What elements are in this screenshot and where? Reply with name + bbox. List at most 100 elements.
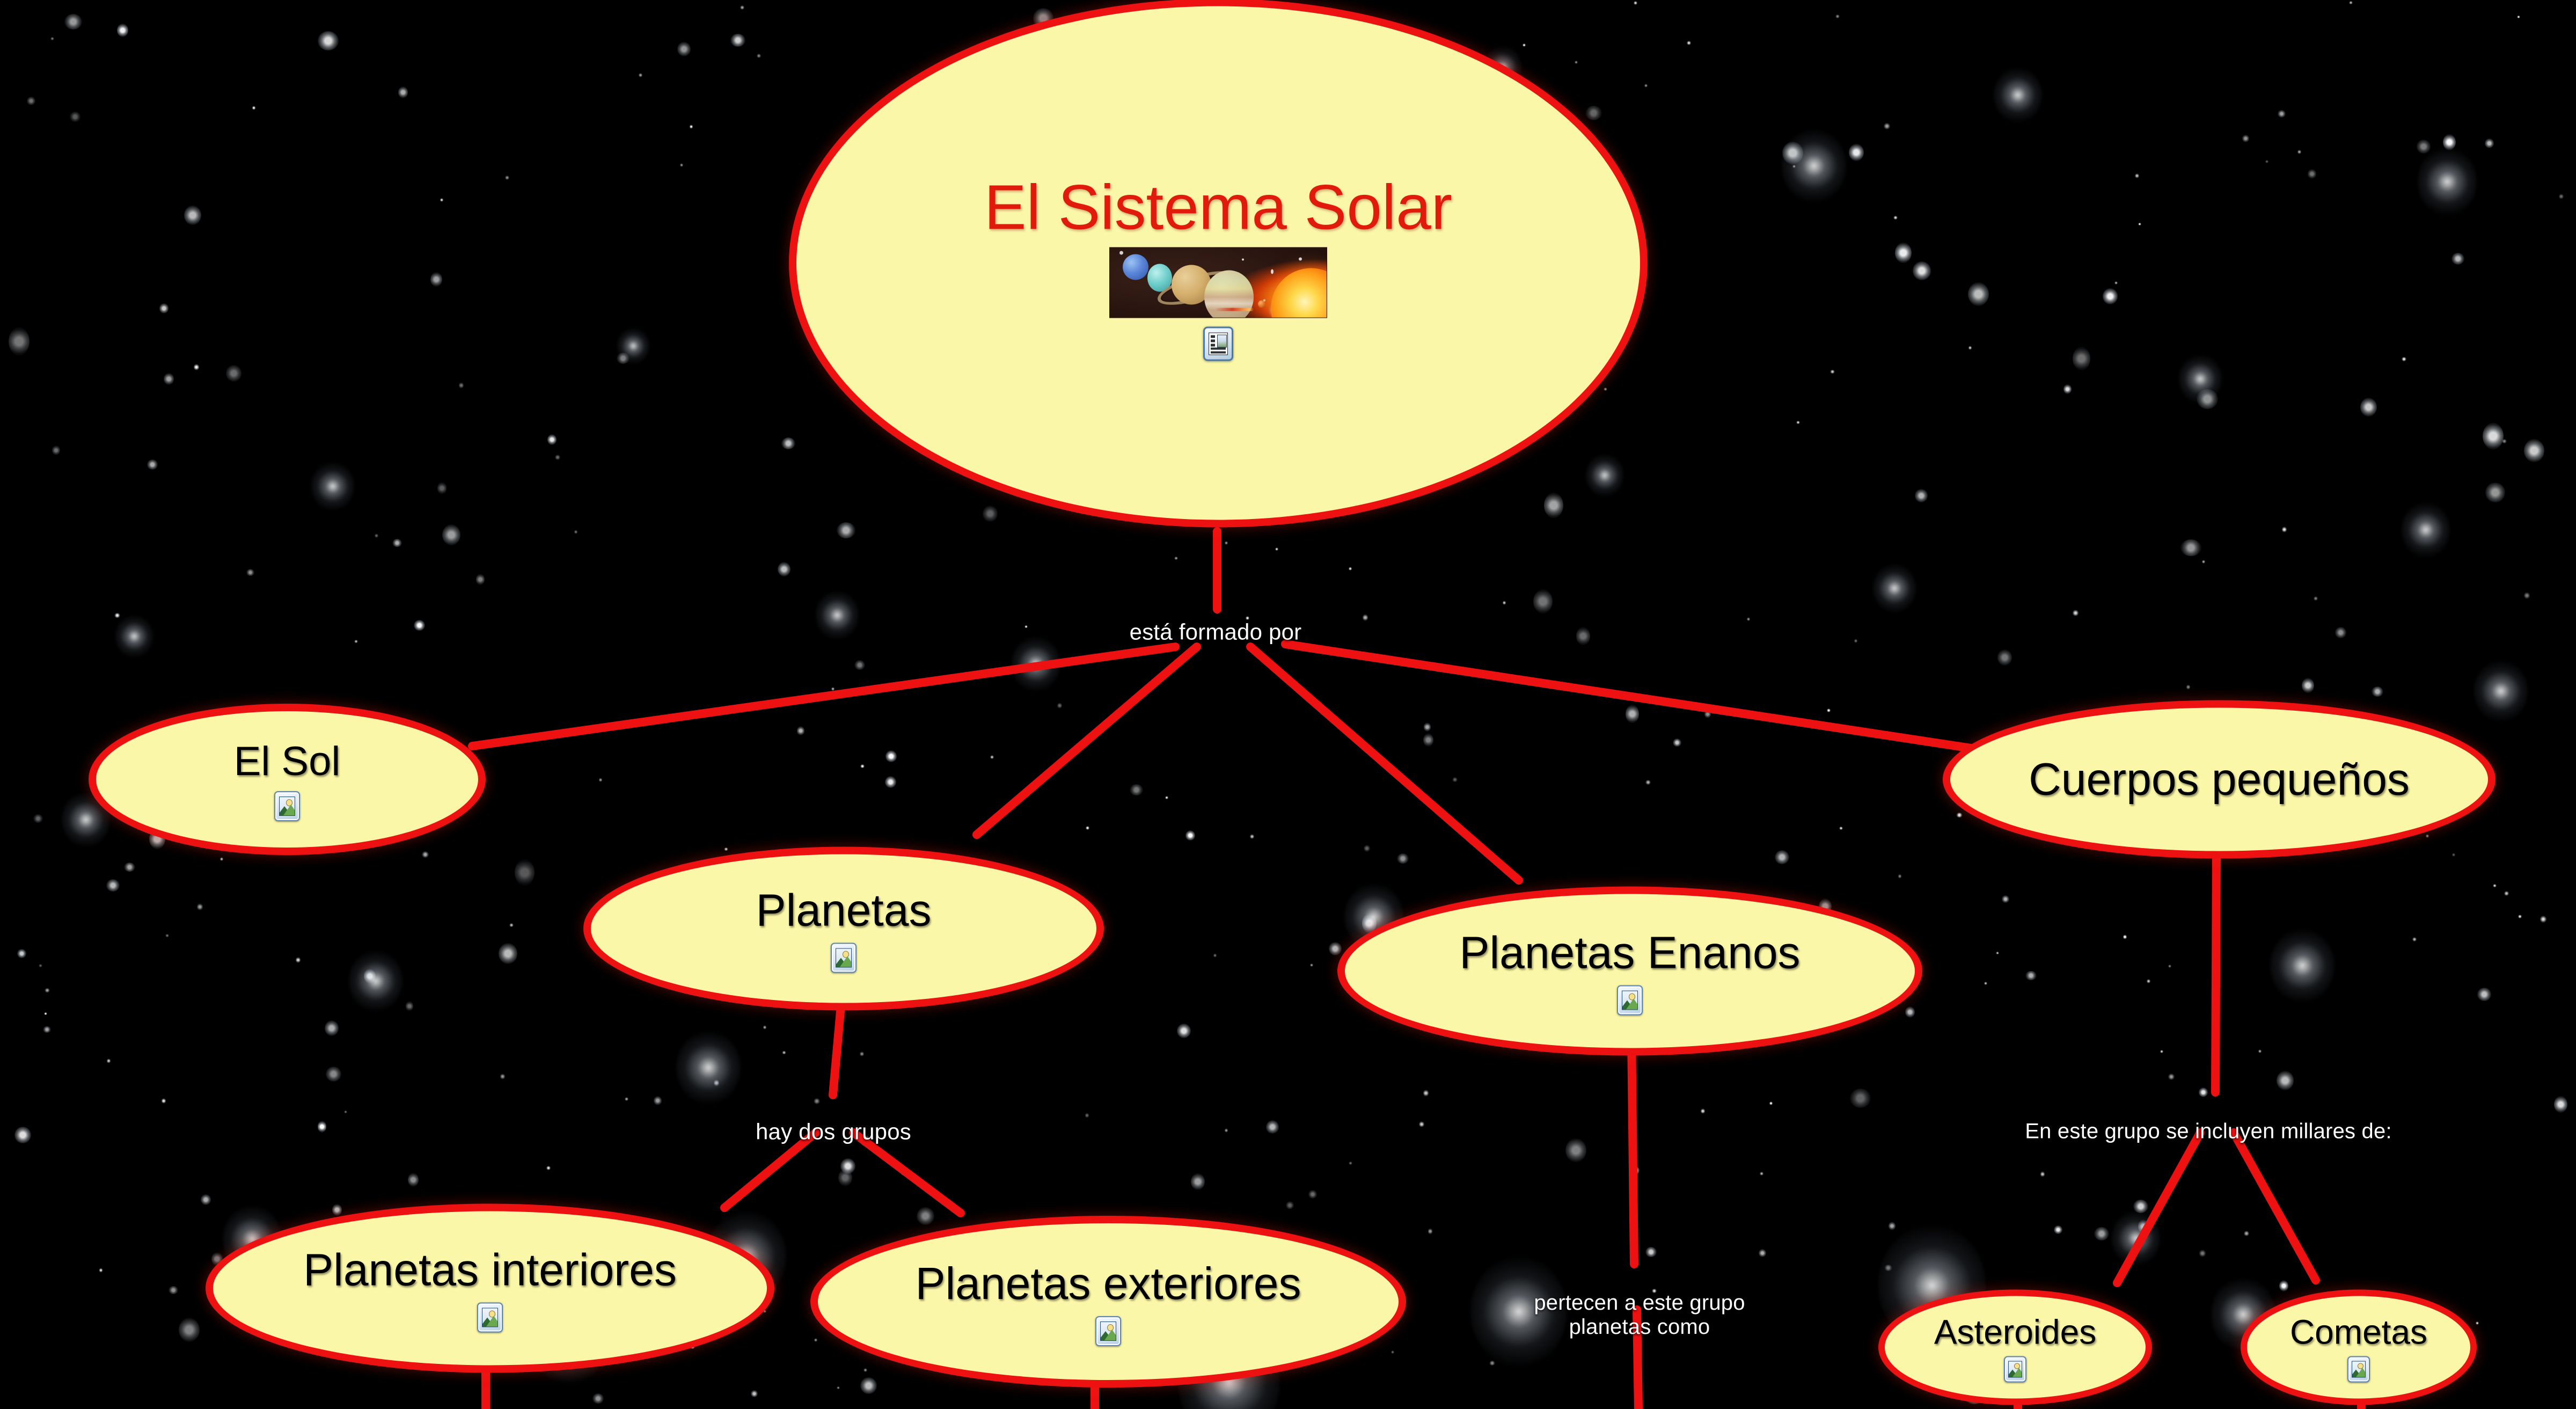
star [1265,1120,1279,1134]
picture-icon[interactable] [1617,985,1643,1016]
picture-icon[interactable] [274,791,300,821]
node-planetas[interactable]: Planetas [583,846,1104,1011]
picture-icon[interactable] [1095,1316,1121,1346]
node-label-planetas-interiores: Planetas interiores [303,1244,677,1295]
star [64,13,82,30]
picture-icon[interactable] [477,1302,503,1333]
star [317,31,339,50]
star [1956,812,1963,818]
star [2063,384,2072,394]
star [2265,159,2269,163]
star [1913,261,1931,280]
nebula-glow [2402,502,2450,558]
node-el-sol[interactable]: El Sol [89,704,486,855]
note-icon[interactable] [1203,326,1233,361]
star [2334,627,2347,638]
star [1190,1173,1205,1190]
star [1225,1128,1228,1133]
star [1747,617,1751,621]
star [1796,421,1801,425]
star [814,1338,817,1342]
star [990,755,994,760]
star [2476,1321,2479,1325]
star [2073,346,2091,371]
link-label-pertecen-a-este-grupo: pertecen a este grupo planetas como [1534,1291,1745,1339]
star [1997,649,2012,666]
node-planetas-enanos[interactable]: Planetas Enanos [1337,886,1922,1056]
picture-icon[interactable] [2347,1356,2370,1383]
star [344,1110,348,1114]
star [1348,567,1352,571]
star [2123,934,2127,939]
nebula-glow [1994,67,2042,123]
star [2558,193,2564,200]
star [1625,705,1640,723]
nebula-glow [1470,1256,1567,1367]
nebula-glow [2474,660,2528,722]
star [1085,1113,1089,1118]
star [2360,398,2377,417]
star [2278,110,2286,118]
star [2279,1280,2289,1292]
star [17,948,26,958]
star [162,1098,166,1104]
star [2244,1230,2249,1236]
star [885,750,897,763]
star [2372,687,2383,697]
picture-icon[interactable] [831,943,857,973]
star [2168,964,2171,968]
star [2412,937,2417,941]
star [70,111,80,122]
nebula-glow [1873,564,1916,613]
star [1575,61,1578,64]
star [178,1317,200,1342]
nebula-glow [617,327,649,364]
edge-cuerpos-to-asteroides [2113,1128,2205,1287]
node-planetas-interiores[interactable]: Planetas interiores [206,1203,774,1373]
star [2451,253,2464,265]
node-cometas[interactable]: Cometas [2241,1289,2477,1405]
star [2483,423,2504,450]
star [1644,84,1648,87]
star [1503,600,1506,605]
star [781,1050,786,1055]
star [33,814,43,823]
star [2054,1225,2063,1235]
edge-planetas-to-interiores [720,1128,820,1212]
star [1645,779,1651,785]
node-asteroides[interactable]: Asteroides [1878,1289,2152,1405]
star [252,105,256,110]
star [200,1194,211,1206]
star [184,205,201,225]
star [2025,971,2037,980]
star [147,459,158,470]
star [2524,439,2544,462]
node-el-sistema-solar[interactable]: El Sistema Solar [789,0,1648,528]
star [1604,388,1608,391]
star [2277,1070,2294,1091]
nebula-glow [2179,354,2222,404]
star [1905,1006,1915,1018]
star [2199,1249,2206,1258]
star [1645,1246,1657,1258]
star [1544,493,1564,519]
star [14,1126,31,1143]
node-cuerpos-pequenos[interactable]: Cuerpos pequeños [1943,700,2496,859]
star [1758,1249,1766,1258]
star [983,505,998,522]
star [1634,1,1637,5]
star [740,5,745,10]
node-planetas-exteriores[interactable]: Planetas exteriores [810,1216,1406,1388]
picture-icon[interactable] [2004,1356,2026,1383]
star [1884,123,1891,129]
star [421,851,429,858]
star [505,176,510,180]
star [226,365,241,382]
star [2443,134,2456,150]
star [2186,684,2191,690]
thumb-star [1271,269,1274,274]
link-label-esta-formado-por: está formado por [1129,619,1302,645]
star [1848,144,1864,161]
star [1830,369,1835,374]
